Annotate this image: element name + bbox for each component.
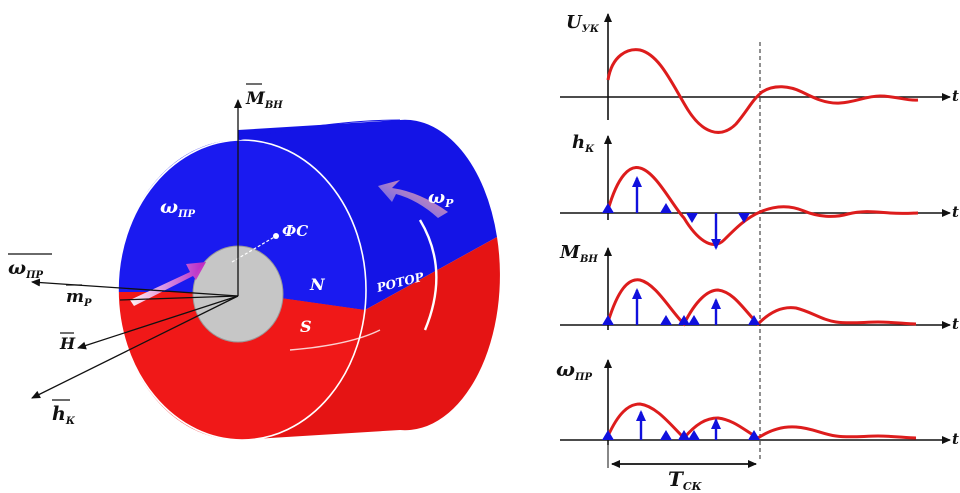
north-label: N (309, 275, 326, 294)
plot-h: hК t (560, 132, 959, 250)
rotor-cylinder (117, 119, 500, 441)
plot-u: UУК t (560, 12, 959, 134)
h-k-label: hК (52, 403, 76, 427)
fc-label: ФС (282, 222, 308, 240)
front-face-outline (117, 139, 367, 441)
vector-axes (31, 99, 242, 399)
m-p-label: mР (66, 287, 92, 309)
plot-w: ωПР t (556, 357, 959, 448)
m-t-label: t (952, 315, 959, 333)
magnetic-moment-arrow (130, 262, 206, 306)
south-label: S (300, 317, 312, 336)
h-label: H (59, 334, 76, 353)
period-annotation: TСК (611, 460, 757, 493)
plot-m: MВН t (559, 242, 959, 333)
m-p-vector (119, 295, 239, 301)
omega-pr-label: ωПР (160, 196, 196, 220)
omega-pr-vector (31, 278, 239, 297)
w-curve (606, 402, 917, 441)
front-face-north (117, 139, 367, 310)
h-t-label: t (952, 203, 959, 221)
period-label: TСК (668, 467, 703, 493)
w-plot-label: ωПР (556, 357, 592, 383)
time-plots: UУК t hК t (556, 12, 959, 493)
omega-p-arrow (378, 180, 448, 218)
h-plot-label: hК (572, 132, 595, 155)
u-label: UУК (566, 12, 600, 35)
m-vn-label: MВН (245, 89, 283, 111)
h-curve (606, 166, 919, 246)
rotation-arc (418, 219, 438, 331)
u-t-label: t (952, 87, 959, 105)
front-face-south (118, 292, 365, 441)
u-curve (606, 48, 919, 134)
h-k-vector (31, 295, 239, 399)
h-vector (77, 295, 239, 350)
m-curve (606, 278, 917, 327)
m-plot-label: MВН (559, 242, 598, 265)
w-t-label: t (952, 430, 959, 448)
omega-pr-vector-label: ωПР (8, 257, 44, 281)
omega-p-label: ωР (428, 187, 454, 210)
